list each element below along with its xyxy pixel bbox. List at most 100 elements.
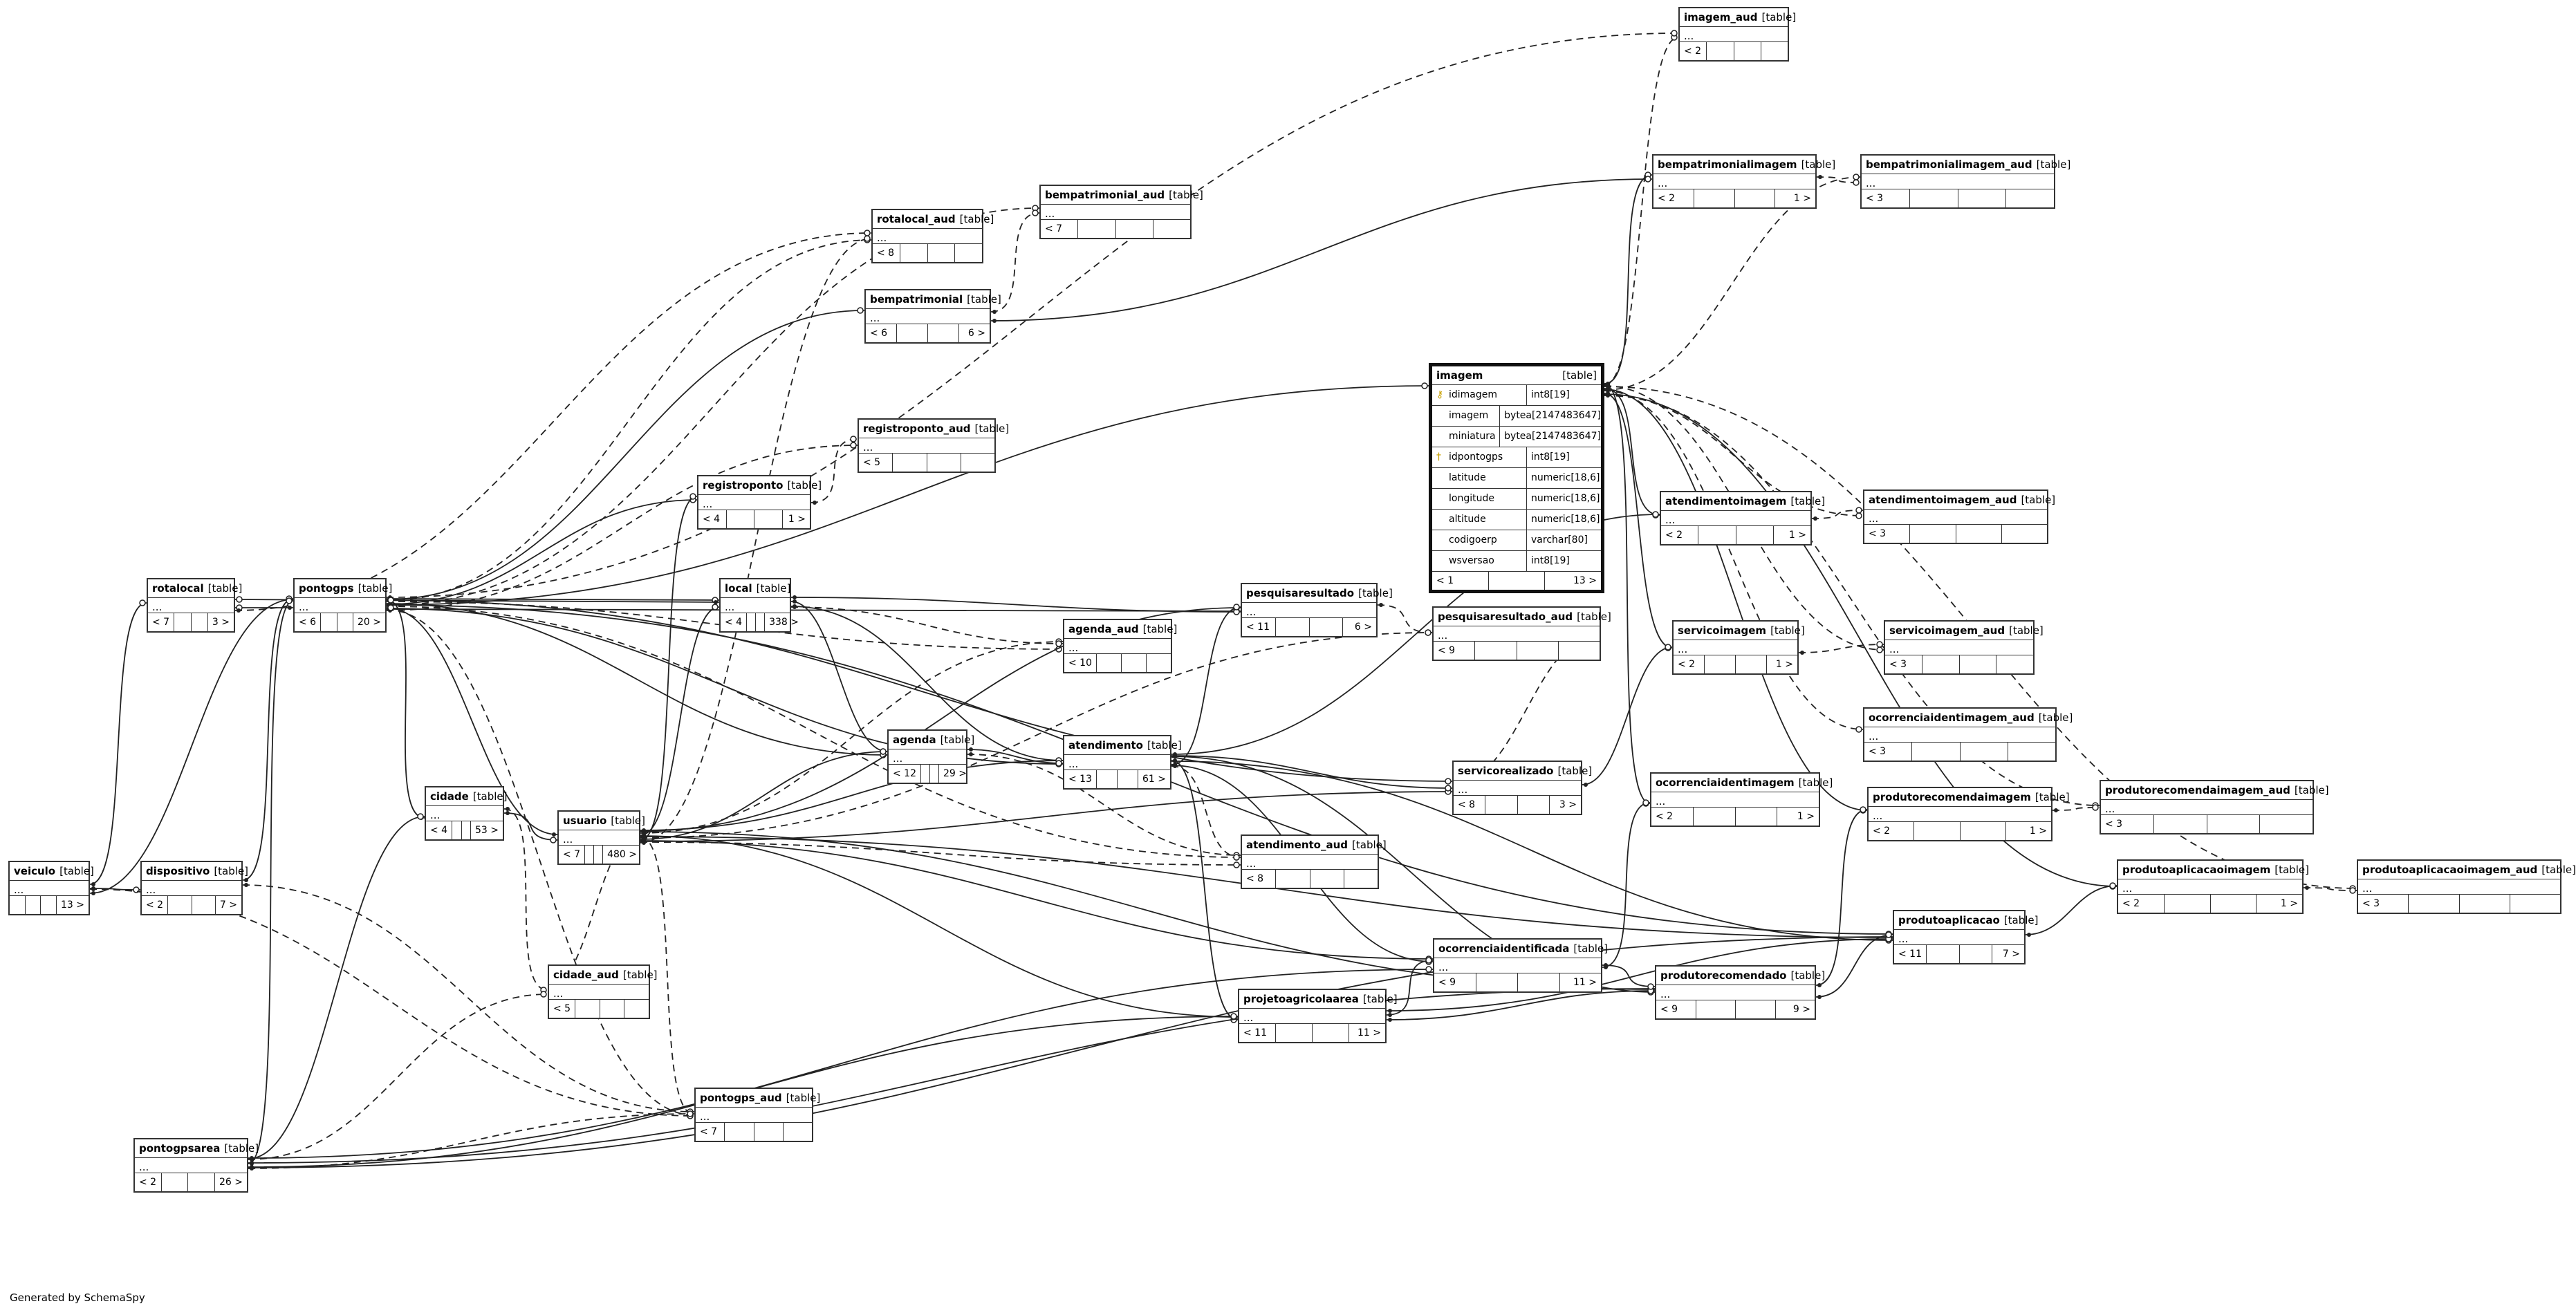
relationship-start-marker	[992, 319, 997, 323]
parents-count: < 2	[135, 1173, 162, 1191]
table-bempatrimonialimagem-aud[interactable]: bempatrimonialimagem_aud[table]...< 3	[1860, 154, 2070, 209]
table-header: imagem_aud[table]	[1680, 8, 1796, 27]
relationship-imagem-produtoaplicacaoimagem_aud	[1604, 386, 2357, 889]
parents-count: < 7	[148, 613, 175, 631]
spacer-cell	[188, 1173, 216, 1191]
relationship-end-marker	[1853, 179, 1860, 186]
table-registroponto-aud[interactable]: registroponto_aud[table]...< 5	[858, 418, 1009, 473]
table-produtoaplicacaoimagem-aud[interactable]: produtoaplicacaoimagem_aud[table]...< 3	[2357, 859, 2576, 914]
relationship-start-marker	[793, 599, 797, 604]
table-name: cidade	[430, 790, 469, 803]
collapsed-columns: ...	[10, 881, 89, 896]
relationship-end-marker	[850, 436, 857, 442]
table-rotalocal-aud[interactable]: rotalocal_aud[table]...< 8	[871, 209, 994, 263]
spacer-cell	[928, 324, 959, 342]
relationship-local-atendimento	[790, 606, 1064, 761]
table-veiculo[interactable]: veiculo[table]...13 >	[8, 861, 94, 915]
table-name: local	[725, 582, 752, 595]
table-atendimento-aud[interactable]: atendimento_aud[table]...< 8	[1241, 834, 1387, 889]
table-type: [table]	[974, 422, 1010, 435]
parents-count: < 4	[721, 613, 748, 631]
table-produtorecomendaimagem-aud[interactable]: produtorecomendaimagem_aud[table]...< 3	[2100, 780, 2329, 834]
table-name: produtoaplicacao	[1898, 914, 2000, 926]
table-footer: 13 >	[10, 896, 89, 914]
relationship-imagem-produtoaplicacaoimagem	[1604, 393, 2118, 887]
table-name: pontogpsarea	[139, 1142, 221, 1155]
table-cidade-aud[interactable]: cidade_aud[table]...< 5	[548, 964, 658, 1019]
relationship-start-marker	[1817, 983, 1822, 987]
spacer-cell	[1118, 770, 1138, 788]
parents-count: < 2	[1653, 189, 1694, 207]
relationship-start-marker	[793, 595, 797, 599]
spacer-cell	[1694, 189, 1735, 207]
table-header: atendimento[table]	[1064, 736, 1182, 755]
relationship-rotalocal-rotalocal_aud	[234, 232, 872, 611]
table-pesquisaresultado-aud[interactable]: pesquisaresultado_aud[table]...< 9	[1432, 606, 1611, 661]
table-type: [table]	[1352, 839, 1387, 851]
table-type: [table]	[1573, 942, 1609, 955]
column-name: miniatura	[1432, 427, 1501, 447]
column-name: longitude	[1432, 489, 1527, 509]
table-servicoimagem-aud[interactable]: servicoimagem_aud[table]...< 3	[1884, 620, 2044, 675]
relationship-usuario-servicorealizado	[640, 791, 1453, 842]
table-pontogps-aud[interactable]: pontogps_aud[table]...< 7	[694, 1088, 820, 1142]
parents-count	[10, 896, 26, 914]
table-header: pesquisaresultado[table]	[1242, 584, 1393, 603]
column-name: codigoerp	[1432, 530, 1527, 550]
parents-count: < 11	[1239, 1024, 1276, 1042]
relationship-end-marker	[1665, 644, 1671, 651]
table-footer: < 8	[1242, 870, 1378, 888]
table-ocorrenciaidentimagem-aud[interactable]: ocorrenciaidentimagem_aud[table]...< 3	[1863, 707, 2073, 762]
relationship-start-marker	[91, 882, 95, 886]
table-imagem-aud[interactable]: imagem_aud[table]...< 2	[1678, 7, 1796, 62]
table-agenda-aud[interactable]: agenda_aud[table]...< 10	[1063, 619, 1177, 673]
relationship-servicoimagem-servicoimagem_aud	[1798, 644, 1884, 653]
table-bempatrimonial-aud[interactable]: bempatrimonial_aud[table]...< 7	[1039, 185, 1203, 239]
relationship-end-marker	[1671, 30, 1678, 37]
relationship-end-marker	[236, 596, 243, 603]
relationship-imagem-atendimentoimagem_aud	[1604, 394, 1864, 516]
relationship-end-marker	[687, 1110, 694, 1117]
table-type: [table]	[756, 582, 791, 595]
table-atendimentoimagem-aud[interactable]: atendimentoimagem_aud[table]...< 3	[1863, 489, 2055, 544]
relationship-start-marker	[2054, 808, 2058, 812]
relationship-start-marker	[250, 1166, 254, 1171]
